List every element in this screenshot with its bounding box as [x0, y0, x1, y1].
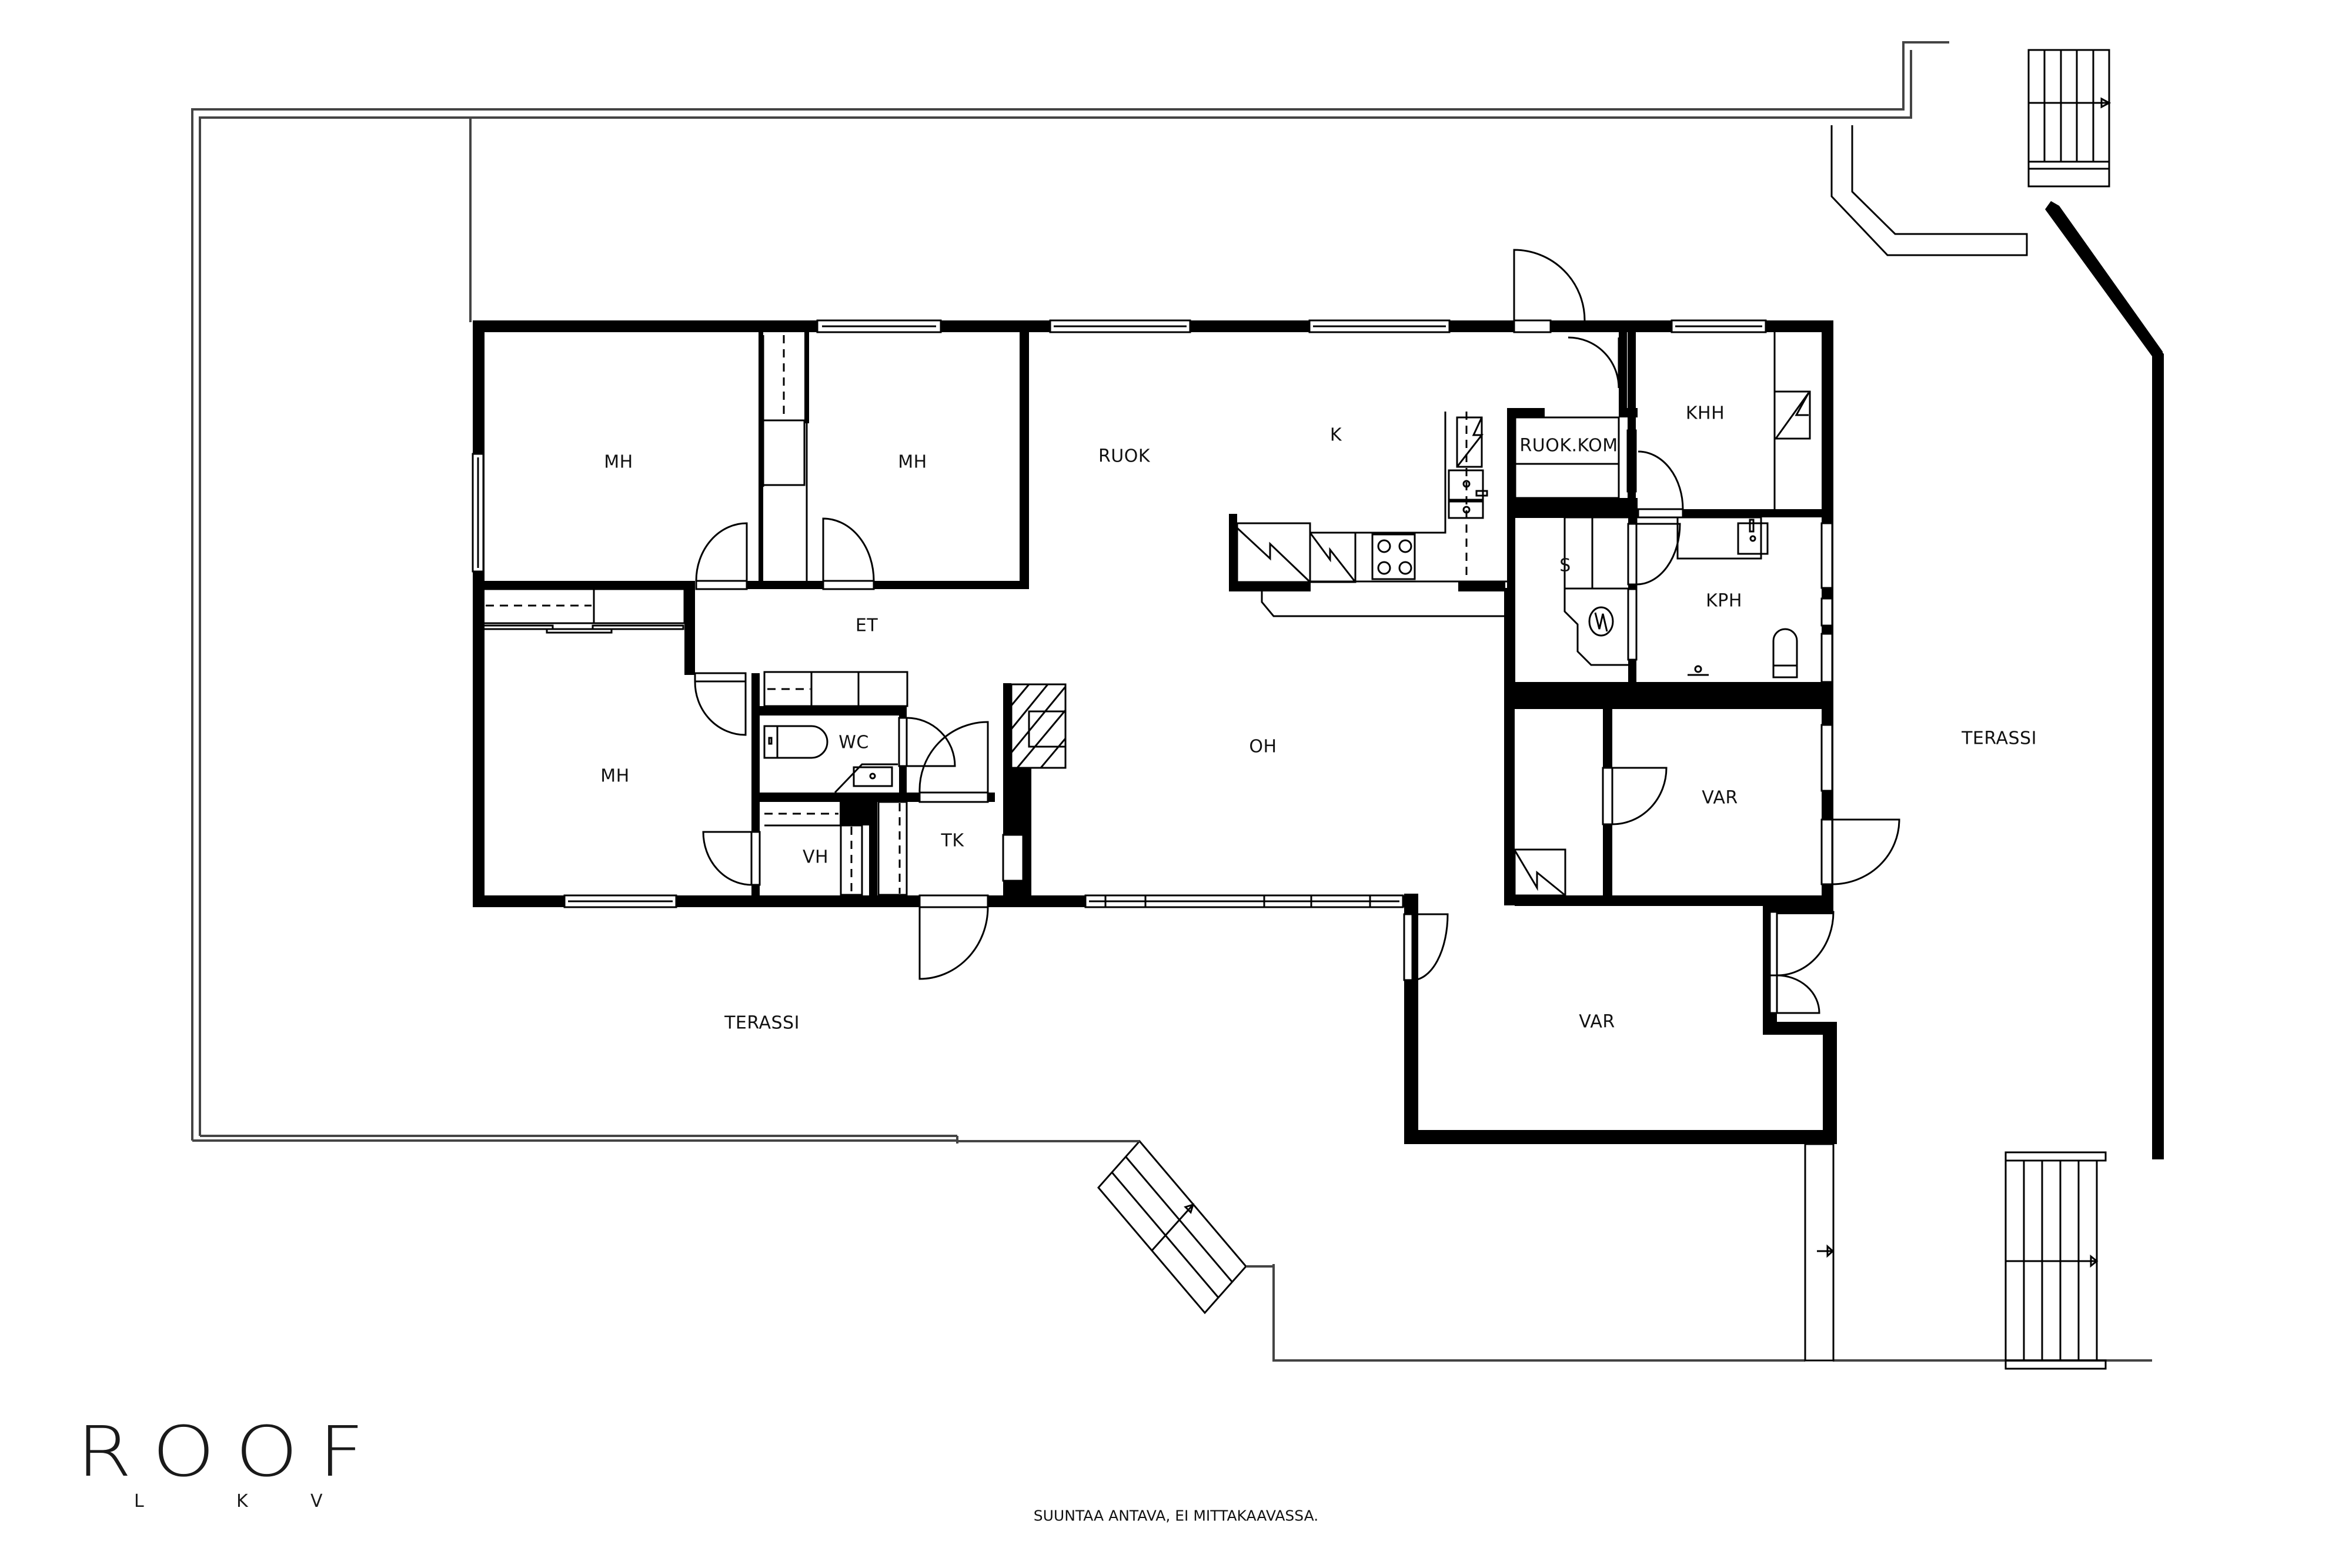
room-label-vh: VH: [802, 847, 829, 868]
storage-walls: [1504, 588, 1900, 906]
brand-sub-letter: V: [310, 1491, 323, 1512]
scale-disclaimer: SUUNTAA ANTAVA, EI MITTAKAAVASSA.: [1033, 1507, 1319, 1524]
room-label-mh-top-left: MH: [604, 452, 633, 473]
kitchen-fixtures: [1229, 412, 1507, 617]
brand-sub-letter: L: [134, 1491, 144, 1512]
east-terrace-wall: [2045, 201, 2164, 1159]
bottom-windows: [563, 894, 1404, 908]
room-label-var-lower: VAR: [1579, 1011, 1615, 1032]
stairs-south-diagonal: [957, 1139, 1274, 1315]
room-label-mh-top-middle: MH: [898, 452, 927, 473]
room-label-kph: KPH: [1706, 590, 1742, 611]
brand-name: ROOF: [76, 1411, 385, 1492]
room-label-khh: KHH: [1685, 403, 1725, 424]
room-label-var-upper: VAR: [1702, 787, 1738, 808]
room-label-et: ET: [855, 615, 878, 636]
planter-bench: [1830, 125, 2028, 256]
room-label-ruok: RUOK: [1098, 446, 1151, 467]
room-label-mh-bottom-left: MH: [600, 765, 630, 787]
room-label-terassi-south: TERASSI: [724, 1012, 800, 1034]
utility-block: [760, 671, 1067, 980]
stairs-bottom-right: [2004, 1151, 2107, 1370]
wet-rooms: [1507, 332, 1833, 709]
stair-arrow-icon: [2100, 97, 2112, 109]
room-label-terassi-east: TERASSI: [1962, 728, 2037, 749]
bedroom-doors: [695, 517, 875, 590]
hallway-walls: [473, 581, 761, 907]
room-label-oh: OH: [1249, 736, 1277, 757]
bedroom-walls: [473, 332, 1029, 589]
room-label-wc: WC: [838, 732, 869, 753]
brand-sub-letter: K: [236, 1491, 248, 1512]
top-windows: [472, 319, 1767, 573]
brand-logo: ROOF L K V: [76, 1417, 370, 1512]
room-label-k: K: [1329, 424, 1342, 446]
room-label-tk: TK: [941, 830, 964, 851]
room-label-s: S: [1559, 555, 1571, 576]
terrace-outline: [191, 41, 2152, 1362]
stair-arrow-icon: [2090, 1254, 2099, 1268]
entrance-door-top: [1513, 249, 1586, 333]
brand-subtitle: L K V: [76, 1491, 370, 1512]
room-label-ruok-kom: RUOK.KOM: [1519, 435, 1618, 456]
stairs-top-right: [2027, 49, 2112, 188]
lower-storage: [1403, 894, 1837, 1144]
